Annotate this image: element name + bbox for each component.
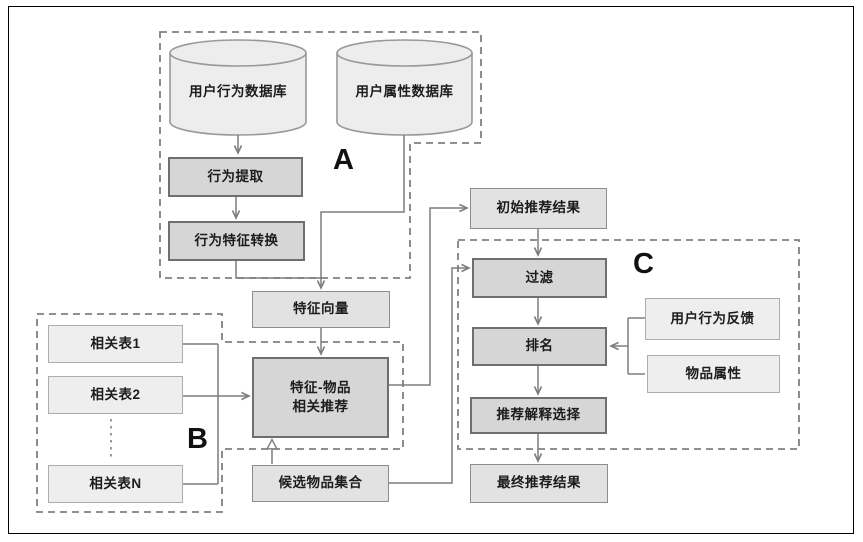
edge-candidate-to-filter	[389, 263, 471, 484]
feature-item-rec-line2: 相关推荐	[292, 398, 349, 414]
node-recommendation-explanation-selection: 推荐解释选择	[470, 397, 607, 434]
edge-feature-item-rec-to-initial-result	[389, 203, 469, 386]
edge-attribute-db-to-feature-vector	[316, 135, 405, 290]
module-c-dashed-box	[457, 239, 800, 450]
outer-frame	[8, 6, 854, 534]
node-item-attribute: 物品属性	[647, 355, 780, 393]
node-related-table-2: 相关表2	[48, 376, 183, 414]
user-behavior-db-cylinder	[169, 39, 307, 136]
node-ranking: 排名	[472, 327, 607, 366]
node-behavior-feature-conversion: 行为特征转换	[168, 221, 305, 261]
feature-item-rec-line1: 特征-物品	[290, 380, 351, 396]
node-feature-vector: 特征向量	[252, 291, 390, 328]
node-user-behavior-feedback: 用户行为反馈	[645, 298, 780, 340]
node-related-table-n: 相关表N	[48, 465, 183, 503]
node-behavior-extraction: 行为提取	[168, 157, 303, 197]
section-label-c: C	[633, 248, 654, 280]
user-attribute-db-cylinder	[336, 39, 473, 136]
user-attribute-db-label: 用户属性数据库	[355, 84, 454, 99]
node-initial-recommendation-result: 初始推荐结果	[470, 188, 607, 229]
module-a-dashed-box	[159, 31, 482, 279]
section-label-b: B	[187, 423, 208, 455]
node-final-recommendation-result: 最终推荐结果	[470, 464, 608, 503]
user-behavior-db-label: 用户行为数据库	[189, 84, 287, 99]
edge-conversion-to-junction	[235, 261, 321, 279]
node-feature-item-recommendation: 特征-物品 相关推荐	[252, 357, 389, 438]
section-label-a: A	[333, 144, 354, 176]
open-triangle-arrowhead	[266, 437, 278, 450]
node-candidate-item-set: 候选物品集合	[252, 465, 389, 502]
node-filter: 过滤	[472, 258, 607, 298]
database-cylinders	[169, 39, 473, 136]
module-b-dashed-box	[36, 313, 404, 513]
node-related-table-1: 相关表1	[48, 325, 183, 363]
